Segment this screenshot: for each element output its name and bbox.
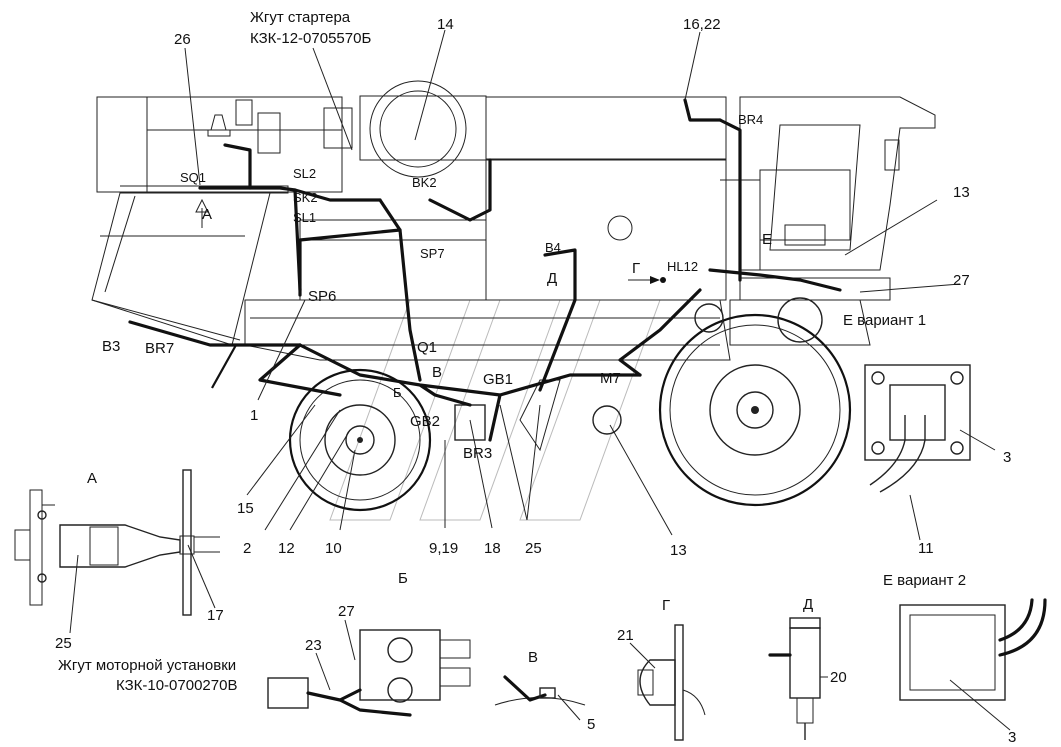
label-b4: B4 <box>545 240 561 255</box>
view-arrow-g <box>628 276 666 284</box>
callout-11: 11 <box>918 540 934 557</box>
view-b-detail <box>267 619 471 717</box>
label-bk2: BK2 <box>412 175 437 190</box>
label-sl2: SL2 <box>293 166 316 181</box>
callout-14: 14 <box>437 16 454 33</box>
label-sl1: SL1 <box>293 210 316 225</box>
view-title-v: В <box>528 649 538 666</box>
rear-wheel <box>658 313 852 507</box>
engine-harness-code: КЗК-10-0700270В <box>116 677 237 694</box>
label-br4: BR4 <box>738 112 763 127</box>
label-gb2: GB2 <box>410 413 440 430</box>
view-title-b: Б <box>398 570 408 587</box>
callout-5: 5 <box>587 716 595 733</box>
view-e1-detail <box>864 364 996 541</box>
marker-e: Е <box>762 231 772 248</box>
callout-15: 15 <box>237 500 254 517</box>
label-hl12: HL12 <box>667 259 698 274</box>
label-m7: M7 <box>600 370 621 387</box>
marker-g: Г <box>632 260 640 277</box>
callout-10: 10 <box>325 540 342 557</box>
view-g-detail <box>629 624 706 741</box>
callout-13-top: 13 <box>953 184 970 201</box>
callout-16-22: 16,22 <box>683 16 721 33</box>
label-br3: BR3 <box>463 445 492 462</box>
label-sq1: SQ1 <box>180 170 206 185</box>
view-v-detail <box>494 675 586 721</box>
view-a-detail <box>14 469 220 634</box>
starter-harness-code: КЗК-12-0705570Б <box>250 30 371 47</box>
label-br7: BR7 <box>145 340 174 357</box>
view-d-detail <box>768 617 828 740</box>
label-gb1: GB1 <box>483 371 513 388</box>
callout-3-top: 3 <box>1003 449 1011 466</box>
view-title-a: А <box>87 470 97 487</box>
label-b3: B3 <box>102 338 120 355</box>
marker-d: Д <box>547 270 557 287</box>
callout-1: 1 <box>250 407 258 424</box>
label-sk2: SK2 <box>293 190 318 205</box>
combine-body <box>91 80 936 389</box>
engine-harness-title: Жгут моторной установки <box>58 657 236 674</box>
marker-v: В <box>432 364 442 381</box>
callout-26: 26 <box>174 31 191 48</box>
callout-9-19: 9,19 <box>429 540 458 557</box>
callout-12: 12 <box>278 540 295 557</box>
pulley-assembly <box>454 297 823 452</box>
callout-20: 20 <box>830 669 847 686</box>
label-sp6: SP6 <box>308 288 336 305</box>
wiring-harness <box>128 98 842 442</box>
view-e2-detail <box>899 598 1047 731</box>
view-title-g: Г <box>662 597 670 614</box>
view-title-d: Д <box>803 596 813 613</box>
label-q1: Q1 <box>417 339 437 356</box>
starter-harness-title: Жгут стартера <box>250 9 351 26</box>
callout-17: 17 <box>207 607 224 624</box>
callout-18: 18 <box>484 540 501 557</box>
view-title-e2: Е вариант 2 <box>883 572 966 589</box>
callout-2: 2 <box>243 540 251 557</box>
callout-21: 21 <box>617 627 634 644</box>
leader-lines <box>184 29 961 536</box>
watermark <box>329 299 661 521</box>
callout-27-b: 27 <box>338 603 355 620</box>
callout-23: 23 <box>305 637 322 654</box>
front-wheel <box>288 368 432 512</box>
callout-27-top: 27 <box>953 272 970 289</box>
view-title-e1: Е вариант 1 <box>843 312 926 329</box>
marker-a: А <box>202 206 212 223</box>
label-sp7: SP7 <box>420 246 445 261</box>
callout-13-bottom: 13 <box>670 542 687 559</box>
callout-25-a: 25 <box>55 635 72 652</box>
callout-3-bottom: 3 <box>1008 729 1016 746</box>
marker-b: Б <box>393 385 402 400</box>
callout-25-mid: 25 <box>525 540 542 557</box>
